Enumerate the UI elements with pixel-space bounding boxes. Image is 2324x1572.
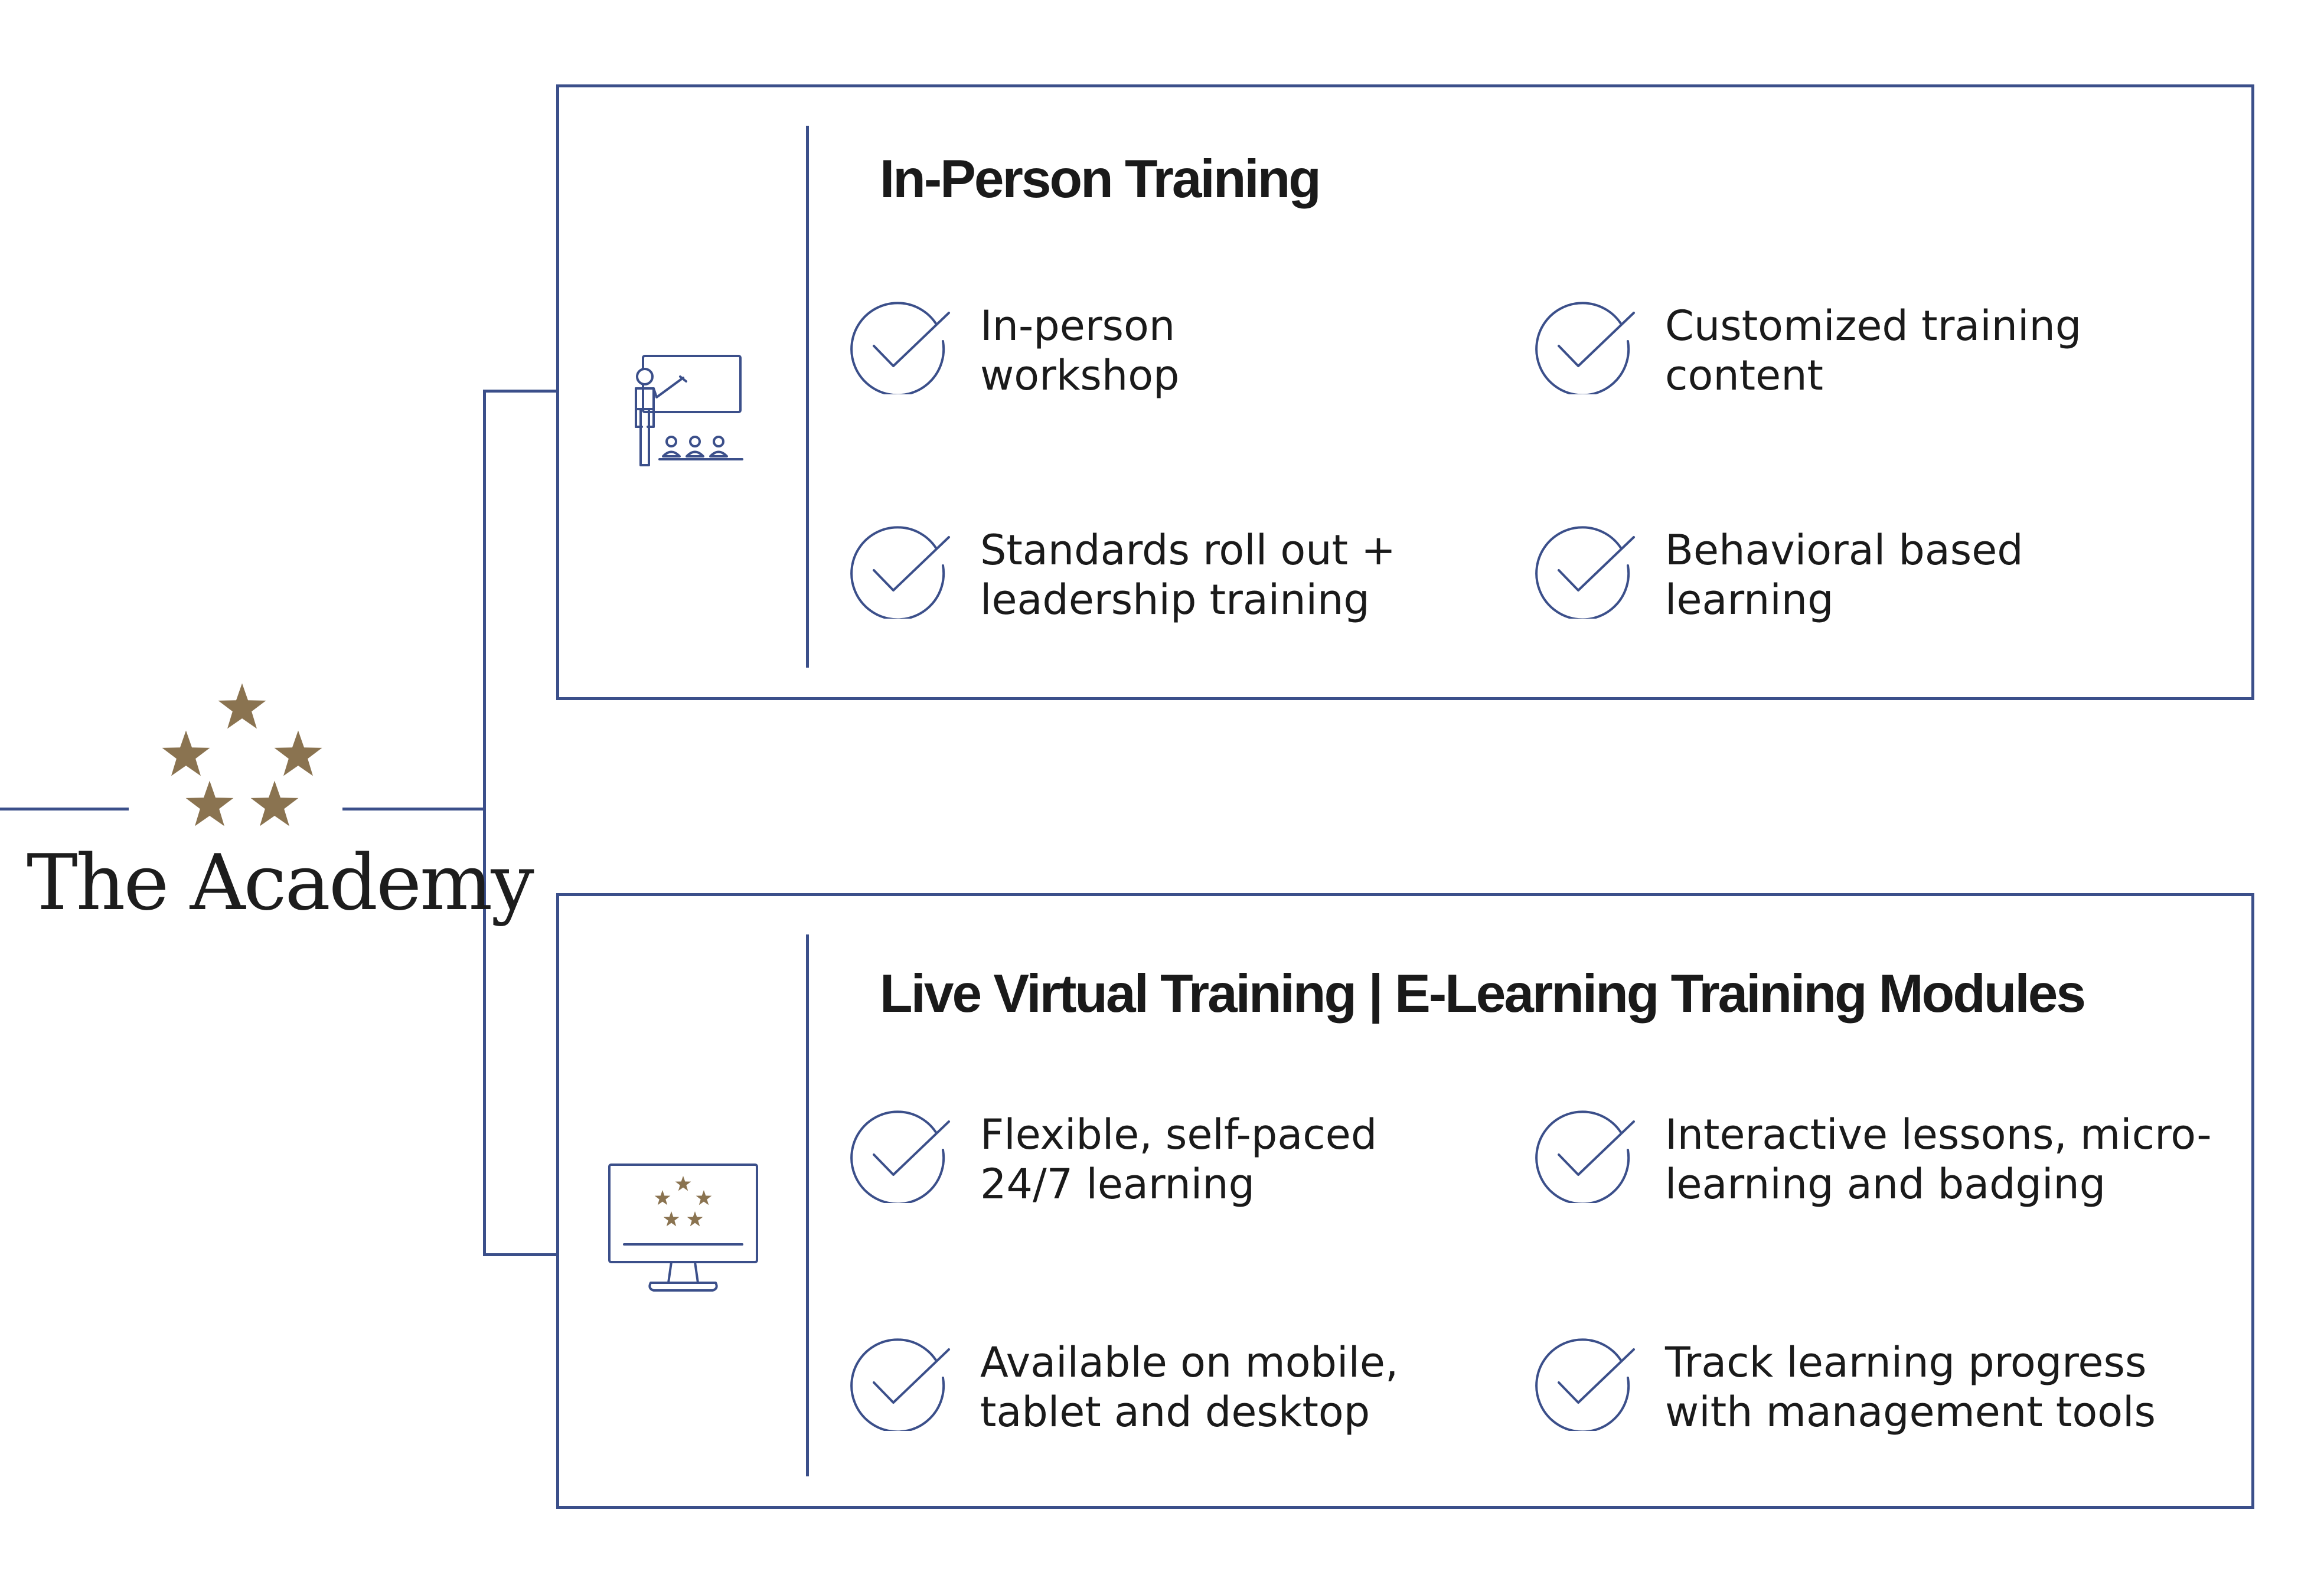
feature-item: Customized training content (1532, 300, 2081, 400)
feature-text: Available on mobile, tablet and desktop (980, 1338, 1399, 1436)
monitor-stars-icon (608, 1164, 758, 1292)
logo-line-right (342, 808, 486, 810)
feature-item: Flexible, self-paced 24/7 learning (847, 1109, 1377, 1209)
check-circle-icon (850, 302, 950, 394)
feature-text: Behavioral based learning (1665, 526, 2023, 624)
in-person-training-card: In-Person Training In-person workshop Cu… (556, 84, 2254, 700)
card-divider (806, 934, 809, 1476)
brand-name: The Academy (27, 838, 534, 927)
feature-text: Track learning progress with management … (1665, 1338, 2156, 1436)
feature-item: In-person workshop (847, 300, 1180, 400)
logo-line-left (0, 808, 129, 810)
check-circle-icon (1535, 302, 1635, 394)
feature-text: Standards roll out + leadership training (980, 526, 1396, 624)
feature-text: Customized training content (1665, 302, 2082, 400)
check-circle-icon (1535, 526, 1635, 619)
check-circle-icon (1535, 1338, 1635, 1431)
check-circle-icon (850, 1338, 950, 1431)
feature-item: Standards roll out + leadership training (847, 524, 1396, 625)
feature-item: Behavioral based learning (1532, 524, 2023, 625)
card-divider (806, 126, 809, 668)
feature-text: Interactive lessons, micro- learning and… (1665, 1110, 2212, 1208)
feature-item: Available on mobile, tablet and desktop (847, 1336, 1398, 1437)
academy-logo: The Academy (0, 673, 534, 956)
five-stars-icon (162, 683, 322, 826)
feature-text: Flexible, self-paced 24/7 learning (980, 1110, 1378, 1208)
tree-vertical-line (483, 390, 486, 1256)
check-circle-icon (850, 526, 950, 619)
branch-line-top (483, 390, 558, 393)
check-circle-icon (1535, 1110, 1635, 1203)
card-title: Live Virtual Training | E-Learning Train… (880, 964, 2086, 1024)
check-circle-icon (850, 1110, 950, 1203)
virtual-training-card: Live Virtual Training | E-Learning Train… (556, 893, 2254, 1509)
feature-item: Interactive lessons, micro- learning and… (1532, 1109, 2212, 1209)
feature-text: In-person workshop (980, 302, 1180, 400)
branch-line-bottom (483, 1253, 558, 1256)
feature-item: Track learning progress with management … (1532, 1336, 2156, 1437)
trainer-presentation-icon (635, 355, 743, 466)
card-title: In-Person Training (880, 149, 1321, 209)
